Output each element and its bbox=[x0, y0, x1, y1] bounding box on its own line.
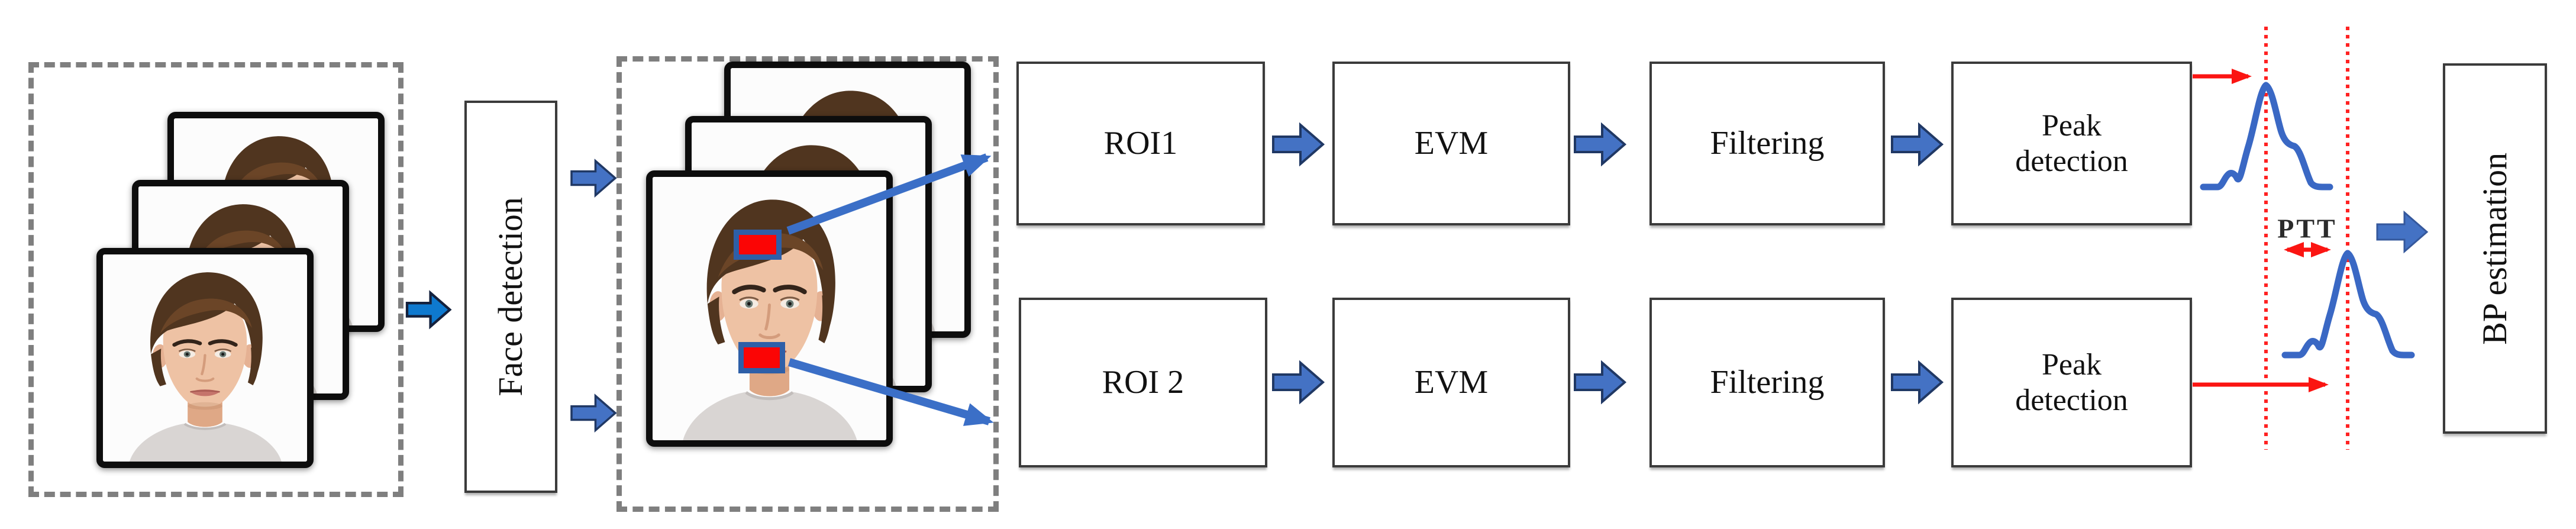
bp-estimation-box: BP estimation bbox=[2443, 63, 2547, 434]
evm-top-label: EVM bbox=[1414, 125, 1489, 162]
face-portrait-image bbox=[653, 177, 886, 440]
filtering-bottom-label: Filtering bbox=[1710, 364, 1825, 401]
ptt-label: PTT bbox=[2277, 213, 2338, 244]
filtering-top-box: Filtering bbox=[1649, 62, 1885, 225]
ptt-to-bp-estimation-arrow bbox=[2376, 211, 2428, 253]
evm-bottom-box: EVM bbox=[1332, 298, 1570, 467]
filtering-bottom-box: Filtering bbox=[1649, 298, 1885, 467]
detected-face-group bbox=[616, 56, 999, 512]
peak-detection-bottom-label: Peak detection bbox=[2015, 347, 2128, 417]
roi2-chin-marker bbox=[738, 342, 785, 373]
filtering-to-peak-bottom-arrow bbox=[1891, 362, 1943, 403]
frames-to-face-detection-arrow bbox=[407, 293, 450, 327]
roi2-to-evm-arrow bbox=[1272, 362, 1324, 403]
detected-frame-front bbox=[646, 170, 893, 447]
filtering-top-label: Filtering bbox=[1710, 125, 1825, 162]
peak-detection-top-label: Peak detection bbox=[2015, 108, 2128, 178]
pulse-waveform-roi1 bbox=[2203, 85, 2330, 187]
pulse-waveform-roi2 bbox=[2285, 253, 2412, 355]
face-detection-to-frames-upper-arrow bbox=[570, 160, 616, 196]
evm-bottom-label: EVM bbox=[1414, 364, 1489, 401]
filtering-to-peak-top-arrow bbox=[1891, 124, 1943, 165]
face-portrait-image bbox=[103, 254, 307, 462]
roi1-label: ROI1 bbox=[1103, 125, 1178, 162]
peak-detection-top-box: Peak detection bbox=[1951, 62, 2192, 225]
evm-to-filtering-top-arrow bbox=[1574, 124, 1626, 165]
evm-top-box: EVM bbox=[1332, 62, 1570, 225]
input-frames-group bbox=[28, 62, 403, 497]
roi1-to-evm-arrow bbox=[1272, 124, 1324, 165]
bp-estimation-label: BP estimation bbox=[2475, 152, 2514, 345]
roi2-box: ROI 2 bbox=[1019, 298, 1267, 467]
peak-detection-bottom-box: Peak detection bbox=[1951, 298, 2192, 467]
roi1-forehead-marker bbox=[734, 230, 782, 260]
face-detection-box: Face detection bbox=[464, 101, 557, 493]
roi2-label: ROI 2 bbox=[1102, 364, 1184, 401]
face-detection-to-frames-lower-arrow bbox=[570, 395, 616, 431]
video-frame-front bbox=[96, 248, 314, 468]
roi1-box: ROI1 bbox=[1016, 62, 1265, 225]
face-detection-label: Face detection bbox=[491, 197, 530, 396]
evm-to-filtering-bottom-arrow bbox=[1574, 362, 1626, 403]
